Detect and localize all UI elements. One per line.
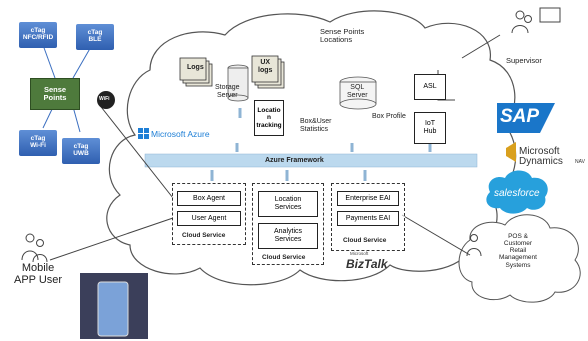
supervisor-person-icon: [511, 10, 532, 34]
sql-server-label: SQL Server: [347, 84, 368, 99]
mobile-user-person-icon: [21, 233, 48, 263]
cloud-service-label-1: Cloud Service: [182, 232, 226, 239]
ms-dynamics-label: Microsoft Dynamics: [519, 146, 563, 167]
sense-points-box: Sense Points: [30, 78, 80, 110]
wifi-icon: [97, 91, 115, 109]
sense-points-locations-label: Sense Points Locations: [320, 27, 365, 45]
logs-docs: [179, 57, 213, 87]
box-agent-box: Box Agent: [177, 191, 241, 206]
wifi-label: WiFi: [99, 96, 110, 102]
connectors: [49, 34, 501, 261]
ctag-uwb: cTag UWB: [62, 138, 100, 164]
ctag-wifi: cTag Wi-Fi: [19, 130, 57, 156]
cloud-service-label-3: Cloud Service: [343, 237, 387, 244]
logs-label: Logs: [187, 64, 204, 71]
box-profile-label: Box Profile: [372, 113, 406, 120]
enterprise-eai-box: Enterprise EAI: [337, 191, 399, 206]
ux-logs-docs: [251, 55, 285, 89]
salesforce-label: salesforce: [494, 188, 540, 199]
mobile-app-user-label: Mobile APP User: [14, 262, 63, 287]
iot-hub-box: IoT Hub: [414, 112, 446, 144]
ctag-nfc-rfid: cTag NFC/RFID: [19, 22, 57, 48]
sap-label: SAP: [500, 106, 540, 127]
arrows: [210, 108, 432, 181]
retail-systems-label: POS & Customer Retail Management Systems: [499, 233, 537, 269]
sql-server-icon: [339, 76, 377, 110]
microsoft-logo-icon: [138, 128, 149, 139]
payments-eai-box: Payments EAI: [337, 211, 399, 226]
location-services-box: Location Services: [258, 191, 318, 217]
dynamics-logo-icon: [506, 142, 516, 162]
azure-framework-bar: [144, 153, 478, 168]
storage-server-icon: [227, 64, 249, 102]
microsoft-azure-label: Microsoft Azure: [151, 129, 210, 139]
location-tracking-box: Locatio n tracking: [254, 100, 284, 136]
ctag-ble: cTag BLE: [76, 24, 114, 50]
biztalk-label: BizTalk: [346, 257, 388, 271]
biztalk-small-label: Microsoft: [350, 251, 369, 256]
analytics-services-box: Analytics Services: [258, 223, 318, 249]
salesforce-logo-shape: [486, 170, 548, 214]
user-agent-box: User Agent: [177, 211, 241, 226]
sap-logo-shape: [497, 103, 555, 133]
supervisor-label: Supervisor: [506, 56, 542, 65]
retail-cloud: [458, 214, 581, 303]
box-user-statistics-label: Box&User Statistics: [300, 118, 332, 133]
asl-box: ASL: [414, 74, 446, 100]
azure-framework-label: Azure Framework: [265, 157, 324, 164]
ux-logs-label: UX logs: [258, 59, 273, 74]
cloud-service-label-2: Cloud Service: [262, 254, 306, 261]
storage-server-label: Storage Server: [215, 84, 240, 99]
retail-person-icon: [466, 234, 482, 257]
supervisor-tablet-icon: [539, 7, 561, 23]
ms-dynamics-nav-label: NAV: [575, 159, 585, 165]
